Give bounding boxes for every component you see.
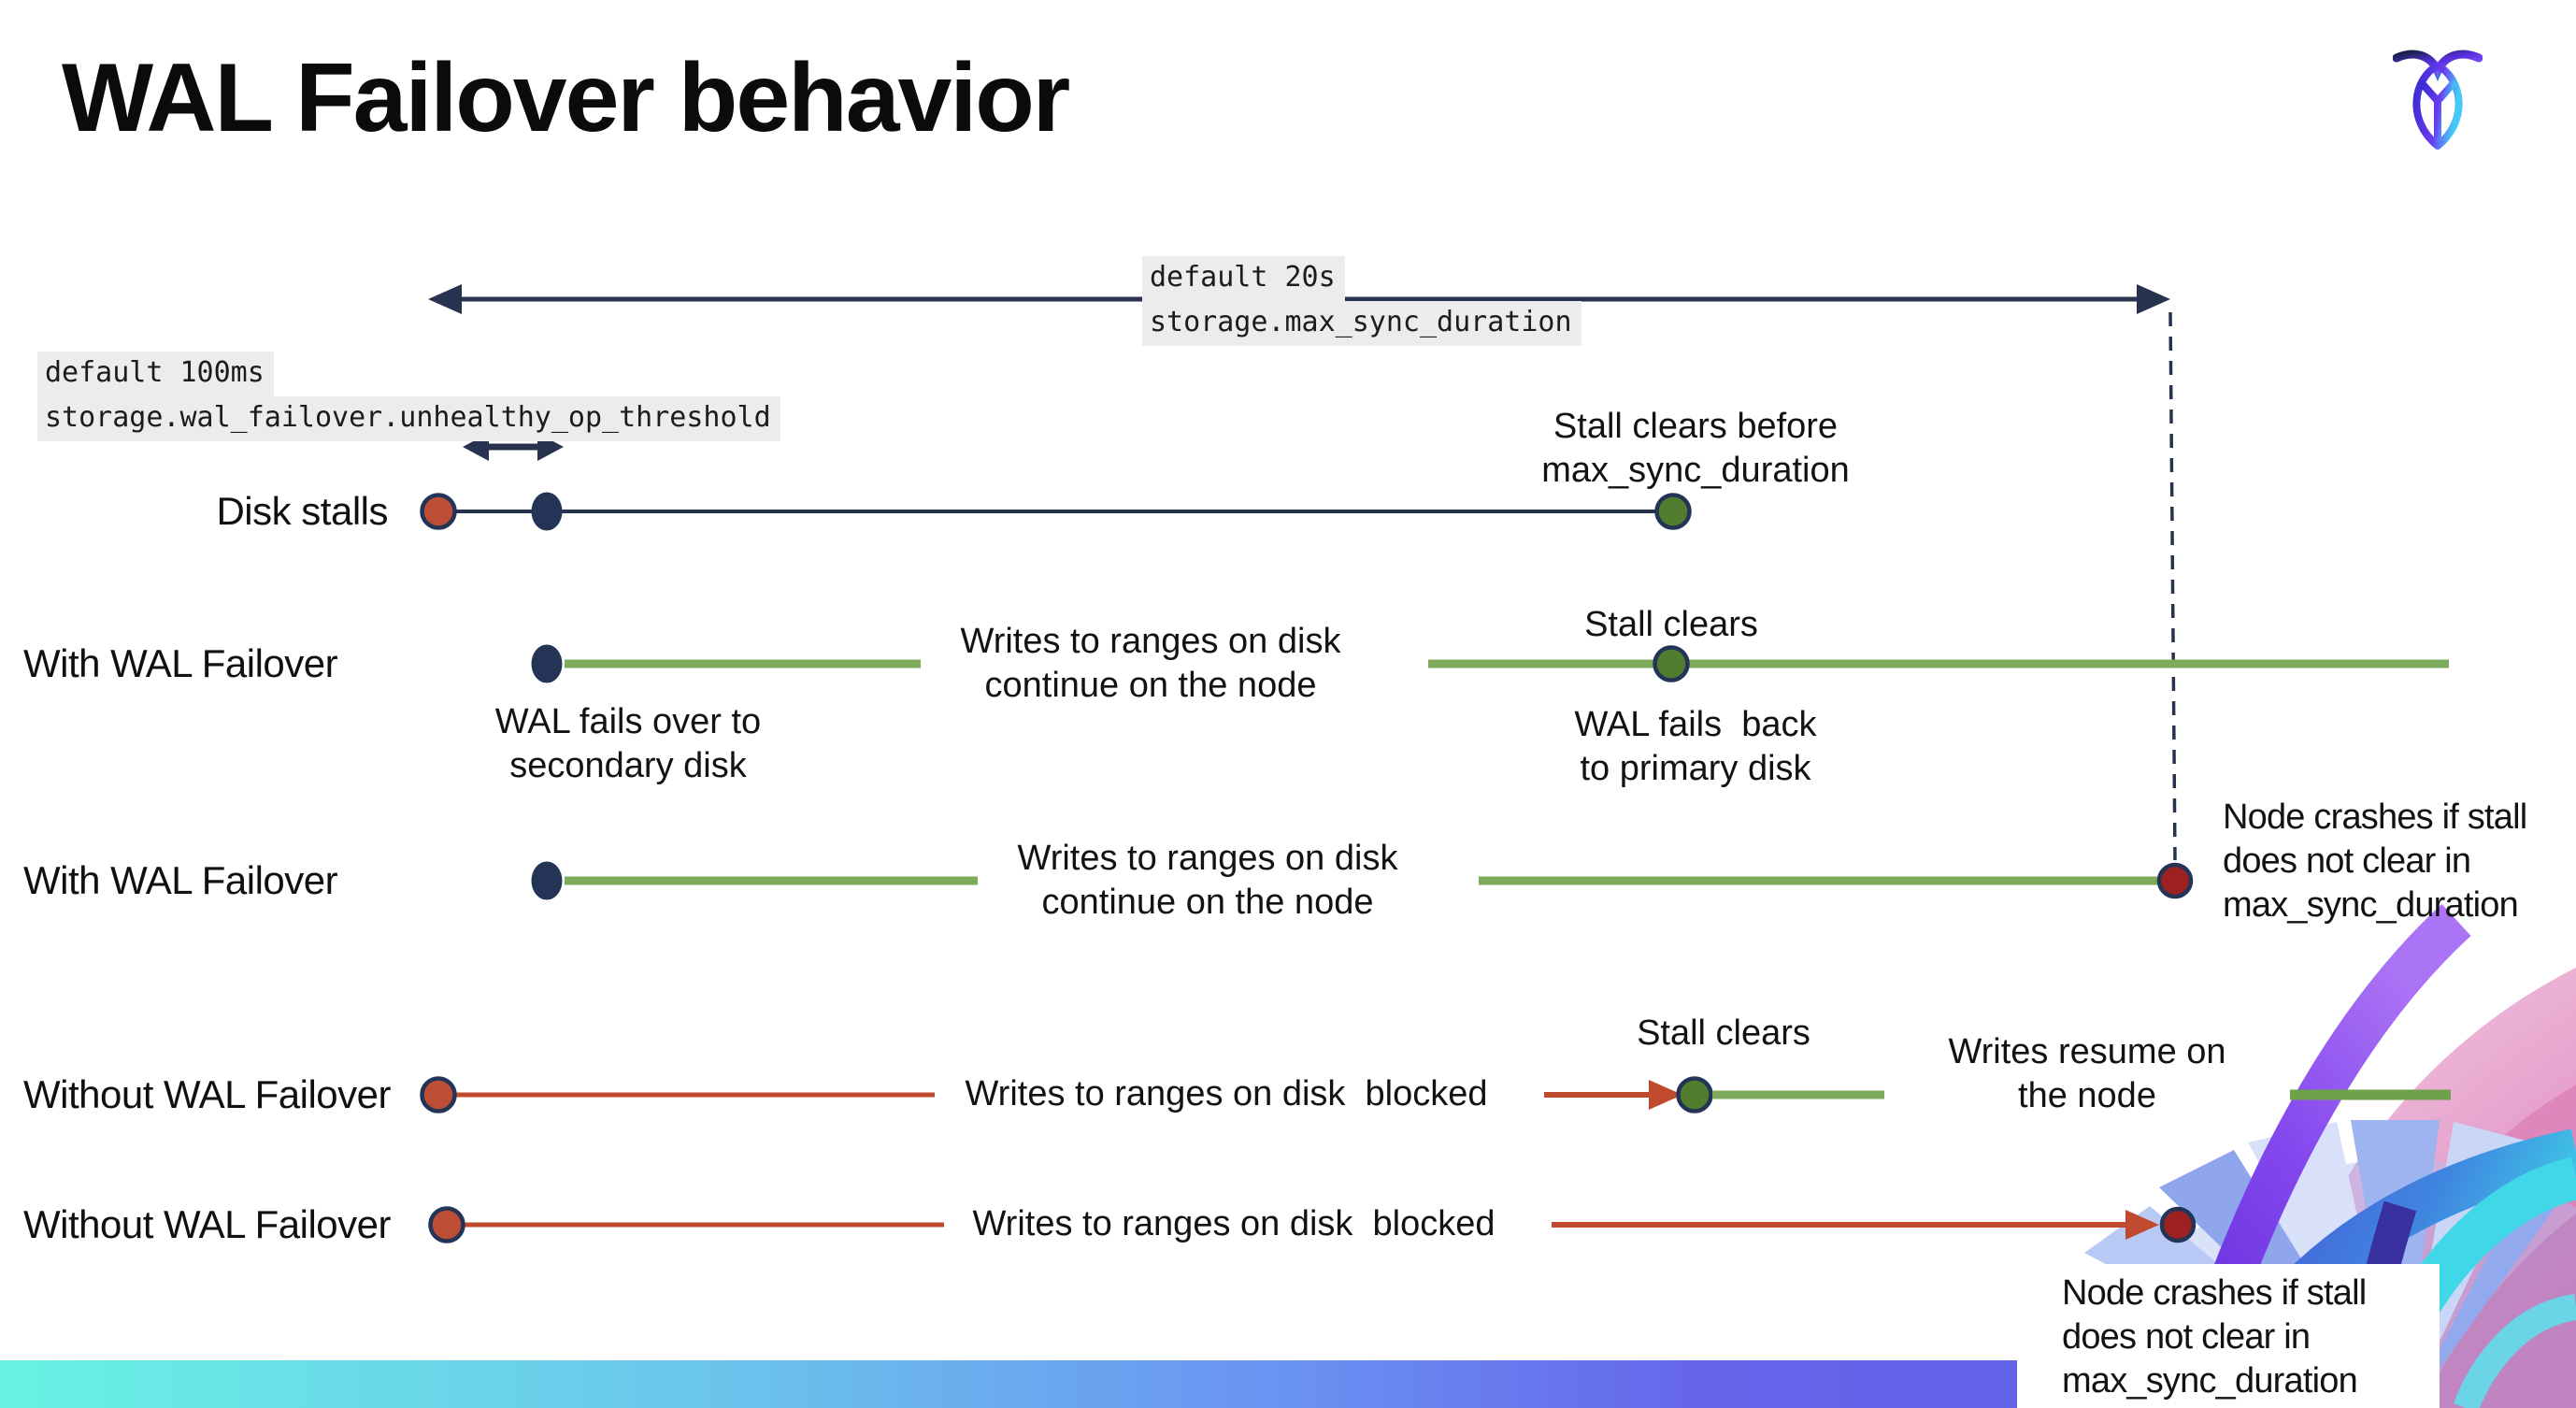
note-stall-clears: Stall clears (1584, 605, 1758, 644)
row-label-without-wal-failover-1: Without WAL Failover (23, 1072, 392, 1116)
stall-clears-dot (1654, 493, 1692, 530)
node-crash-dot (2156, 862, 2194, 899)
row-label-without-wal-failover-2: Without WAL Failover (23, 1202, 392, 1246)
note-stall-clears-before: Stall clears before max_sync_duration (1541, 407, 1850, 490)
note-node-crashes-2: Node crashes if stall does not clear in … (2062, 1273, 2367, 1401)
row-label-with-wal-failover-1: With WAL Failover (23, 641, 338, 685)
max-sync-default-value: default 20s (1142, 256, 1345, 301)
max-sync-duration-label: default 20s storage.max_sync_duration (1142, 256, 1581, 346)
note-writes-continue: Writes to ranges on disk continue on the… (960, 622, 1341, 705)
note-wal-fails-over: WAL fails over to secondary disk (494, 702, 762, 785)
page-title: WAL Failover behavior (62, 44, 1070, 152)
note-writes-resume: Writes resume on the node (1948, 1032, 2226, 1115)
stall-clears-dot (1676, 1076, 1713, 1113)
unhealthy-op-setting-name: storage.wal_failover.unhealthy_op_thresh… (37, 396, 780, 441)
disk-stall-start-dot (428, 1206, 465, 1243)
max-sync-setting-name: storage.max_sync_duration (1142, 301, 1581, 346)
node-crash-dot (2159, 1206, 2197, 1243)
failover-dot (531, 861, 563, 900)
failover-dot (531, 644, 563, 683)
unhealthy-op-threshold-label: default 100ms storage.wal_failover.unhea… (37, 352, 780, 441)
cockroach-labs-logo-icon (2393, 50, 2483, 150)
disk-stall-start-dot (420, 1076, 457, 1113)
writes-blocked-arrow (1552, 1210, 2159, 1240)
writes-blocked-arrow (1544, 1080, 1682, 1110)
row-label-with-wal-failover-2: With WAL Failover (23, 858, 338, 902)
deadline-dashed-line (2168, 311, 2177, 861)
row-label-disk-stalls: Disk stalls (216, 489, 388, 533)
note-wal-fails-back: WAL fails back to primary disk (1574, 705, 1817, 788)
note-writes-continue-2: Writes to ranges on disk continue on the… (1017, 839, 1398, 922)
note-writes-blocked: Writes to ranges on disk blocked (965, 1074, 1488, 1113)
pink-dome-inner (2422, 1214, 2576, 1408)
note-stall-clears-2: Stall clears (1637, 1013, 1810, 1053)
cyan-arc-small (2453, 1294, 2576, 1408)
node-crash-callout-box: Node crashes if stall does not clear in … (2017, 1264, 2440, 1408)
note-node-crashes: Node crashes if stall does not clear in … (2223, 797, 2527, 925)
stall-clears-dot (1653, 645, 1690, 682)
note-writes-blocked-2: Writes to ranges on disk blocked (972, 1204, 1496, 1243)
threshold-reached-dot (531, 492, 563, 531)
unhealthy-op-default-value: default 100ms (37, 352, 274, 396)
disk-stall-start-dot (420, 493, 457, 530)
